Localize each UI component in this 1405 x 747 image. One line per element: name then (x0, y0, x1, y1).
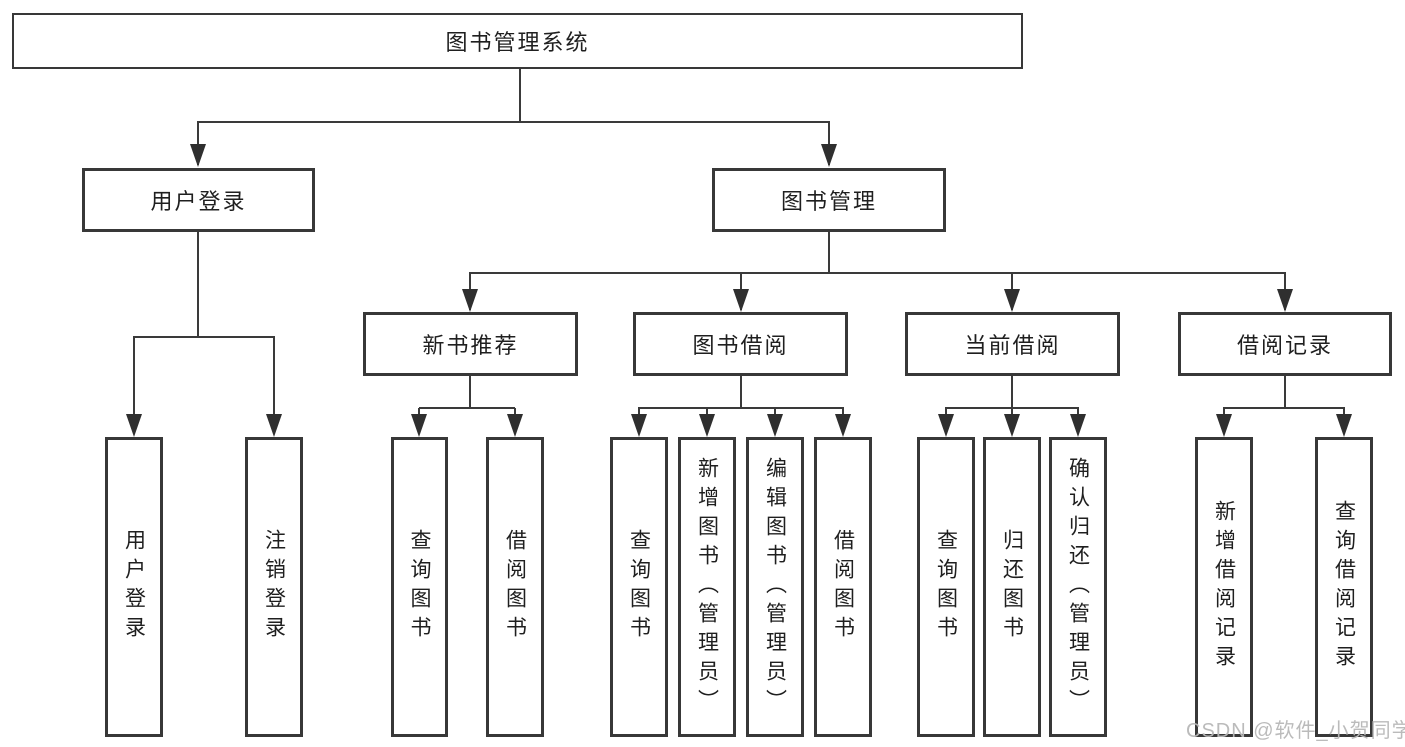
arrow-down-icon (1004, 414, 1020, 437)
node-label: 新增图书（管理员） (695, 456, 719, 718)
arrow-down-icon (699, 414, 715, 437)
node-label: 用户登录 (150, 189, 247, 214)
arrow-down-icon (821, 144, 837, 167)
watermark-text: CSDN @软件_小贺同学 (1186, 720, 1405, 742)
arrow-down-icon (835, 414, 851, 437)
node-user-login: 用户登录 (82, 168, 315, 232)
arrow-down-icon (462, 289, 478, 312)
node-current-borrowing: 当前借阅 (905, 312, 1120, 376)
node-library-management-system: 图书管理系统 (12, 13, 1023, 69)
node-book-management: 图书管理 (712, 168, 946, 232)
node-label: 借阅记录 (1236, 333, 1333, 358)
node-label: 查询图书 (934, 529, 958, 645)
node-label: 查询图书 (627, 529, 651, 645)
arrow-down-icon (1277, 289, 1293, 312)
arrow-down-icon (631, 414, 647, 437)
leaf-borrowing-borrow-books: 借阅图书 (814, 437, 872, 737)
node-label: 新增借阅记录 (1212, 500, 1236, 674)
arrow-down-icon (733, 289, 749, 312)
node-label: 归还图书 (1000, 529, 1024, 645)
leaf-newbook-borrow-books: 借阅图书 (486, 437, 544, 737)
arrow-down-icon (1070, 414, 1086, 437)
arrow-down-icon (190, 144, 206, 167)
leaf-borrowing-add-books-admin: 新增图书（管理员） (678, 437, 736, 737)
node-label: 借阅图书 (831, 529, 855, 645)
node-label: 用户登录 (122, 529, 146, 645)
node-borrowing-records: 借阅记录 (1178, 312, 1392, 376)
arrow-down-icon (767, 414, 783, 437)
node-label: 图书管理系统 (445, 30, 590, 55)
leaf-current-query-books: 查询图书 (917, 437, 975, 737)
node-label: 借阅图书 (503, 529, 527, 645)
node-label: 新书推荐 (422, 333, 519, 358)
node-label: 图书借阅 (692, 333, 789, 358)
arrow-down-icon (126, 414, 142, 437)
leaf-borrowing-edit-books-admin: 编辑图书（管理员） (746, 437, 804, 737)
node-book-borrowing: 图书借阅 (633, 312, 848, 376)
leaf-user-login: 用户登录 (105, 437, 163, 737)
arrow-down-icon (938, 414, 954, 437)
arrow-down-icon (1216, 414, 1232, 437)
node-label: 编辑图书（管理员） (763, 456, 787, 718)
node-label: 查询借阅记录 (1332, 500, 1356, 674)
arrow-down-icon (411, 414, 427, 437)
node-label: 确认归还（管理员） (1066, 456, 1090, 718)
arrow-down-icon (266, 414, 282, 437)
leaf-logout: 注销登录 (245, 437, 303, 737)
node-label: 注销登录 (262, 529, 286, 645)
node-label: 图书管理 (780, 189, 877, 214)
leaf-borrowing-query-books: 查询图书 (610, 437, 668, 737)
arrow-down-icon (1336, 414, 1352, 437)
leaf-current-confirm-return-admin: 确认归还（管理员） (1049, 437, 1107, 737)
leaf-current-return-books: 归还图书 (983, 437, 1041, 737)
arrow-down-icon (1004, 289, 1020, 312)
arrow-down-icon (507, 414, 523, 437)
node-new-book-recommendation: 新书推荐 (363, 312, 578, 376)
leaf-newbook-query-books: 查询图书 (391, 437, 448, 737)
leaf-records-add-borrow-record: 新增借阅记录 (1195, 437, 1253, 737)
node-label: 当前借阅 (964, 333, 1061, 358)
leaf-records-query-borrow-record: 查询借阅记录 (1315, 437, 1373, 737)
node-label: 查询图书 (408, 529, 431, 645)
